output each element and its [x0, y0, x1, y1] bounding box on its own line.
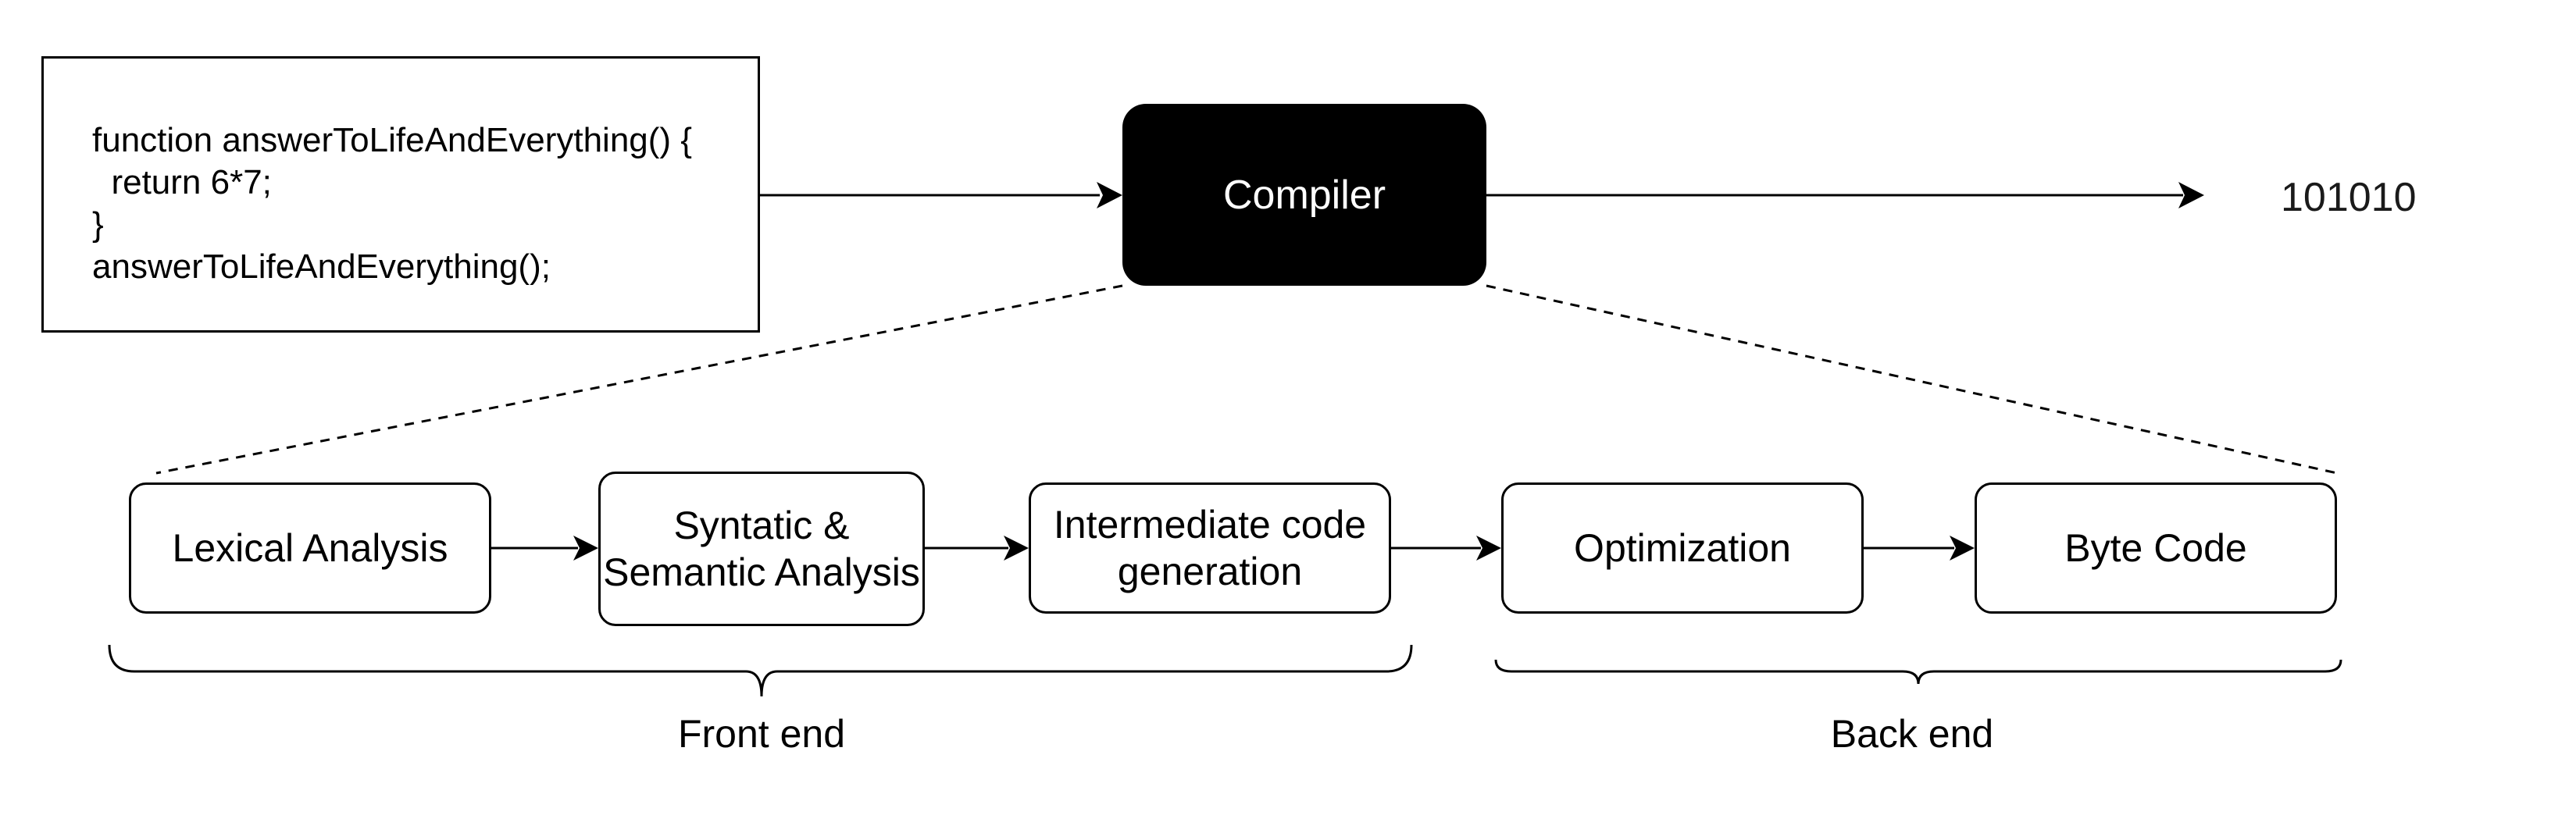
arrow-optimization-to-bytecode — [1864, 536, 1975, 561]
code-line-3: } — [92, 205, 104, 244]
code-line-1: function answerToLifeAndEverything() { — [92, 121, 692, 159]
stage-label: Syntatic & Semantic Analysis — [603, 504, 920, 594]
stage-lexical-analysis: Lexical Analysis — [129, 482, 491, 614]
compiler-label: Compiler — [1222, 172, 1386, 218]
arrow-intermediate-to-optimization — [1391, 536, 1501, 561]
zoom-line-right — [1486, 284, 2338, 475]
brace-front-end — [108, 644, 1413, 697]
compiler-box: Compiler — [1122, 104, 1486, 286]
stage-intermediate-code-generation: Intermediate code generation — [1029, 482, 1391, 614]
stage-syntactic-semantic-analysis: Syntatic & Semantic Analysis — [598, 472, 925, 626]
stage-label: Intermediate code generation — [1053, 503, 1367, 593]
stage-label: Optimization — [1574, 526, 1791, 570]
stage-byte-code: Byte Code — [1975, 482, 2337, 614]
arrow-code-to-compiler — [760, 182, 1122, 208]
stage-label: Lexical Analysis — [172, 526, 448, 570]
arrow-syntactic-to-intermediate — [925, 536, 1029, 561]
arrow-lexical-to-syntactic — [491, 536, 598, 561]
output-binary: 101010 — [2281, 175, 2417, 220]
source-code-box: function answerToLifeAndEverything() { r… — [41, 56, 760, 333]
back-end-label: Back end — [1830, 712, 1994, 756]
code-line-2: return 6*7; — [92, 163, 272, 201]
stage-label: Byte Code — [2064, 526, 2247, 570]
front-end-label: Front end — [677, 712, 845, 756]
code-line-4: answerToLifeAndEverything(); — [92, 247, 551, 286]
stage-optimization: Optimization — [1501, 482, 1864, 614]
arrow-compiler-to-output — [1486, 182, 2204, 208]
brace-back-end — [1494, 659, 2342, 685]
